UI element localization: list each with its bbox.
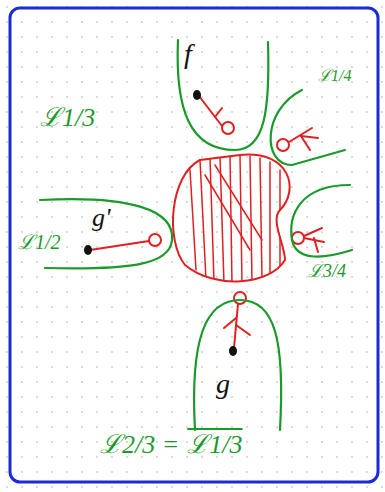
region-label: ℒ1/3 bbox=[40, 105, 95, 131]
region-label: ℒ1/2 bbox=[18, 232, 61, 252]
region-label: ℒ1/4 bbox=[318, 68, 351, 84]
point-name: f bbox=[184, 40, 192, 68]
point-name: g' bbox=[92, 205, 111, 231]
region-label: ℒ2/3 = bbox=[100, 432, 179, 458]
point-name: g bbox=[216, 370, 230, 398]
region-label: ℒ1/3 bbox=[187, 432, 242, 458]
region-label: ℒ3/4 bbox=[308, 262, 346, 280]
